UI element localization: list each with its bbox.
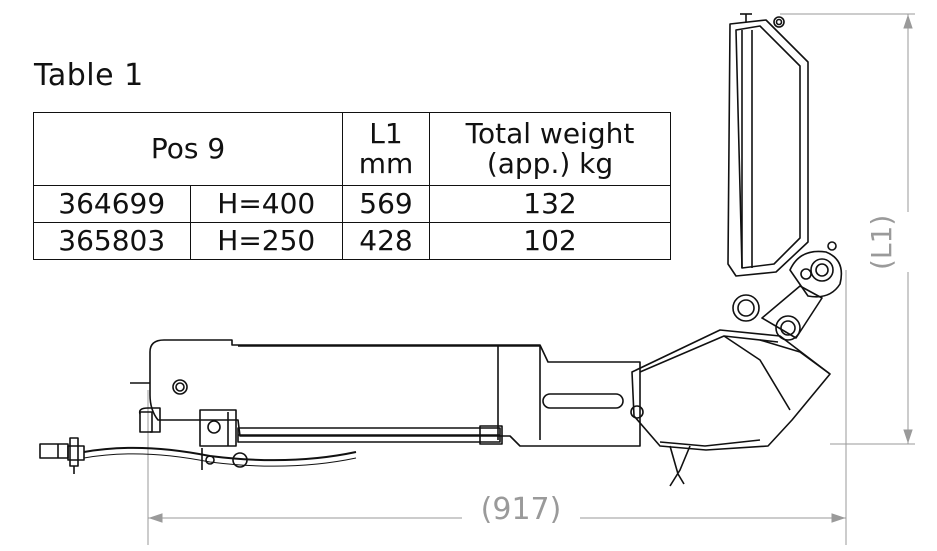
column: [761, 285, 823, 339]
header-weight: Total weight (app.) kg: [429, 112, 671, 186]
cell-height: H=250: [189, 222, 343, 260]
cell-l1: 428: [342, 222, 430, 260]
header-weight-line2: (app.) kg: [486, 147, 614, 180]
table-title: Table 1: [34, 58, 144, 93]
cell-weight: 102: [429, 222, 671, 260]
header-l1-line2: mm: [358, 147, 414, 180]
table-row: 365803 H=250 428 102: [33, 222, 671, 260]
mast-top-icon: [773, 16, 785, 28]
top-pivot-icon: [810, 258, 834, 282]
header-weight-line1: Total weight: [465, 117, 635, 150]
slot-icon: [542, 393, 624, 409]
joint-ring-icon: [775, 315, 801, 341]
spec-table: Pos 9 L1 mm Total weight (app.) kg 36469…: [33, 112, 671, 260]
joint-housing: [631, 329, 831, 451]
arm-body: [149, 339, 641, 447]
table-row: 364699 H=400 569 132: [33, 185, 671, 223]
header-pos: Pos 9: [33, 112, 343, 186]
dimension-lines: [147, 13, 915, 545]
valve-block: [199, 409, 237, 447]
mast: [727, 19, 809, 277]
cell-part-number: 365803: [33, 222, 191, 260]
cell-part-number: 364699: [33, 185, 191, 223]
header-l1-line1: L1: [369, 117, 403, 150]
cell-weight: 132: [429, 185, 671, 223]
pivot-hole-icon: [172, 379, 188, 395]
machine-outline: [39, 13, 843, 487]
lower-pivot-icon: [732, 294, 760, 322]
dimension-width-label: (917): [480, 492, 562, 527]
cell-l1: 569: [342, 185, 430, 223]
dimension-l1-label: (L1): [865, 214, 898, 270]
table-header-row: Pos 9 L1 mm Total weight (app.) kg: [33, 112, 671, 186]
connector: [39, 443, 69, 459]
